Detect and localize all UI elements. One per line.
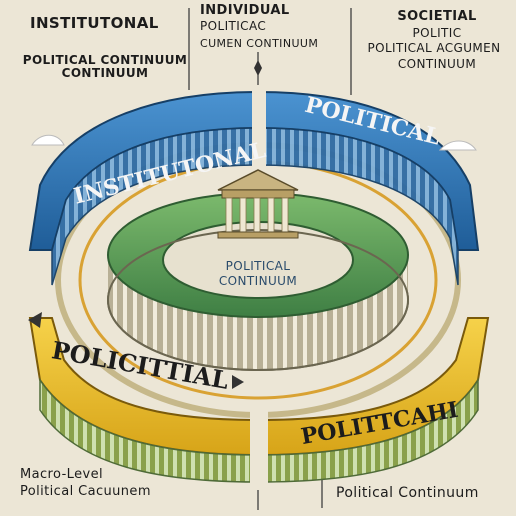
label-institutional: INSTITUTONAL — [30, 14, 159, 32]
label-societal-politic: POLITIC — [412, 26, 462, 40]
label-macro-level: Macro-Level — [20, 467, 103, 482]
label-individual-sub: CUMEN CONTINUUM — [200, 37, 319, 50]
label-individual: INDIVIDUAL — [200, 3, 290, 18]
label-societal: SOCIETIAL — [397, 9, 477, 24]
blue-ring-segment — [28, 90, 480, 286]
small-cloud-left — [31, 134, 65, 146]
label-societal-continuum: CONTINUUM — [397, 57, 477, 71]
central-colonnade — [107, 192, 409, 371]
label-macro-sub: Political Cacuunem — [20, 484, 151, 499]
diamond-icon — [254, 60, 262, 76]
temple-icon — [217, 169, 299, 239]
label-societal-sub: POLITICAL ACGUMEN — [367, 41, 501, 55]
small-cloud-right — [438, 140, 477, 151]
center-label-line2: CONTINUUM — [218, 274, 298, 288]
split-gap-top — [252, 85, 266, 175]
label-political-continuum-bottom: Political Continuum — [336, 485, 479, 501]
label-political-continuum-line: POLITICAL CONTINUUM — [22, 53, 188, 67]
arrow-right-icon — [232, 375, 244, 389]
label-political-continuum: POLITICAL CONTINUUM CONTINUUM — [20, 54, 190, 79]
arrow-left-icon — [28, 312, 42, 328]
label-continuum-line: CONTINUUM — [61, 65, 149, 80]
yellow-ring-segment — [28, 317, 490, 483]
label-individual-political: POLITICAC — [200, 19, 267, 33]
split-gap-bottom — [250, 405, 268, 490]
center-label-line1: POLITICAL — [225, 259, 291, 273]
